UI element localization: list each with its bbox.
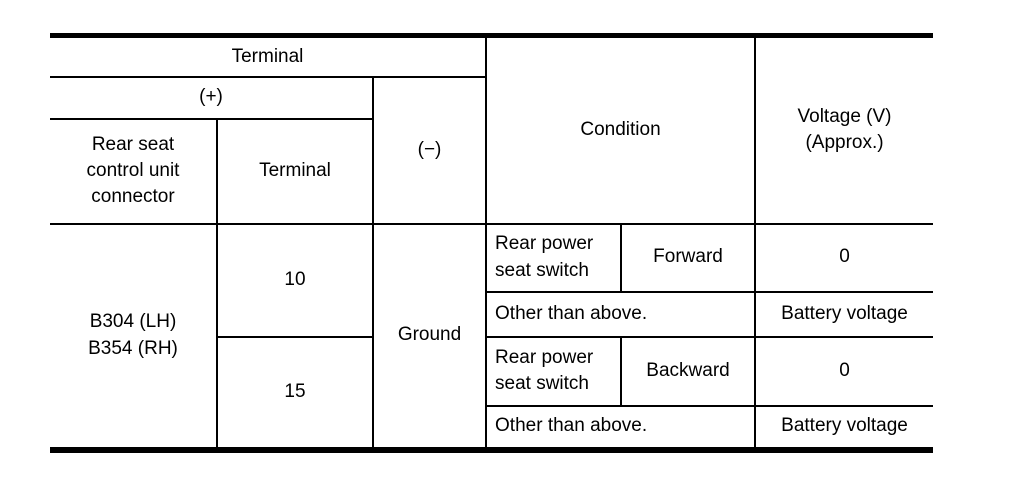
cell-terminal-10: 10	[216, 222, 374, 338]
cell-terminal-15: 15	[216, 335, 374, 451]
header-condition: Condition	[485, 34, 757, 225]
cell-voltage-value-2: Battery voltage	[754, 290, 935, 338]
cell-condition-other-1: Other than above.	[485, 290, 757, 338]
cell-connector-line2: B354 (RH)	[88, 337, 178, 359]
table-row: Other than above. Battery voltage	[50, 290, 935, 338]
header-voltage: Voltage (V) (Approx.)	[754, 34, 935, 225]
cell-condition-direction-forward: Forward	[620, 222, 757, 293]
cell-connector: B304 (LH) B354 (RH)	[49, 222, 218, 451]
terminal-voltage-spec-table: Terminal Condition Voltage (V) (Approx.)…	[48, 33, 935, 453]
header-minus: (−)	[371, 75, 488, 225]
cell-voltage-value-3: 0	[754, 335, 935, 407]
header-plus: (+)	[49, 75, 374, 120]
cell-voltage-value-4: Battery voltage	[754, 404, 935, 451]
table-row: B304 (LH) B354 (RH) 10 Ground Rear power…	[49, 222, 935, 451]
header-voltage-line1: Voltage (V)	[797, 106, 892, 128]
cell-condition-switch-2: Rear power seat switch	[485, 335, 623, 407]
cell-condition-direction-backward: Backward	[620, 335, 757, 407]
header-terminal-group: Terminal	[48, 34, 488, 78]
cell-connector-line1: B304 (LH)	[89, 311, 177, 333]
table-row: 15 Rear power seat switch Backward 0	[50, 335, 935, 451]
cell-condition-switch-1: Rear power seat switch	[485, 222, 623, 293]
header-terminal: Terminal	[216, 117, 374, 225]
header-connector: Rear seat control unit connector	[49, 117, 218, 225]
table-row: Other than above. Battery voltage	[50, 404, 935, 451]
header-voltage-line2: (Approx.)	[805, 132, 884, 154]
cell-ground: Ground	[371, 222, 488, 451]
cell-condition-other-2: Other than above.	[485, 404, 757, 451]
cell-voltage-value-1: 0	[754, 222, 935, 293]
